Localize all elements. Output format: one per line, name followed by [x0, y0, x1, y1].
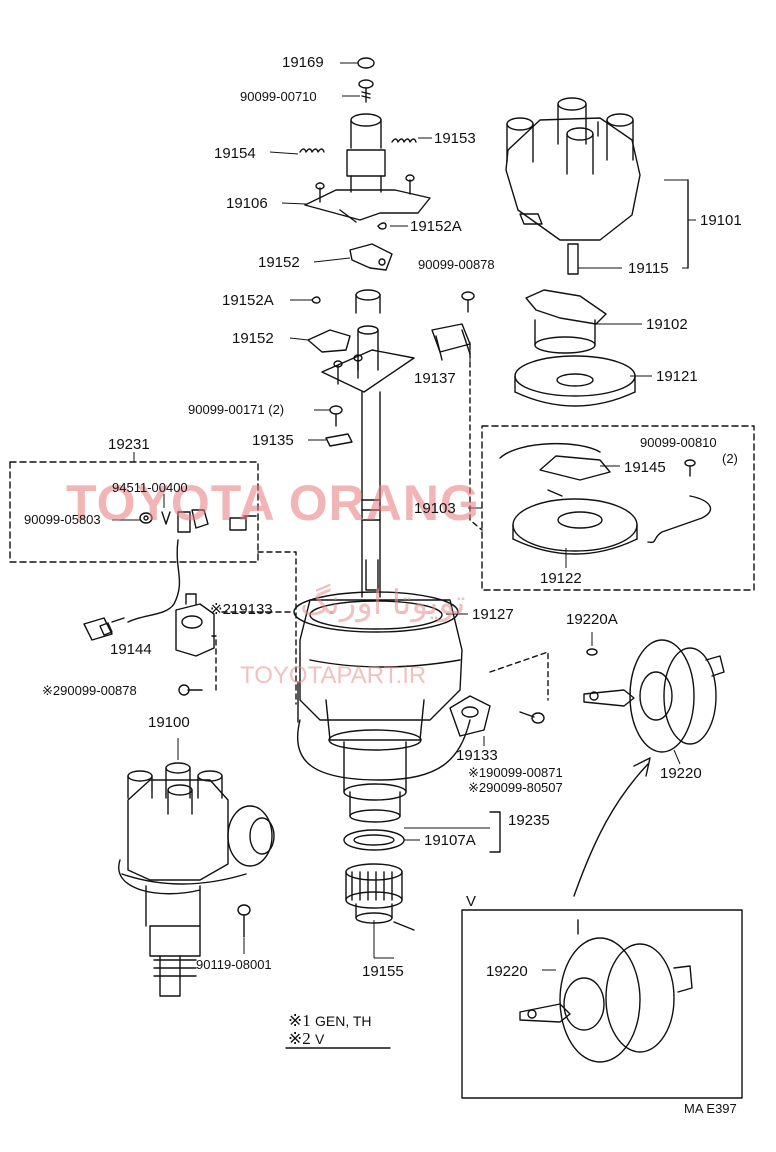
label-19121: 19121: [656, 368, 698, 385]
label-19115: 19115: [628, 260, 669, 277]
assembly-guide-lines: [211, 343, 549, 705]
label-19100: 19100: [148, 714, 190, 731]
watermark-main: TOYOTA ORANG: [66, 475, 480, 531]
label-19154: 19154: [214, 145, 256, 162]
breaker-plate-19122: [512, 498, 638, 555]
label-19145: 19145: [624, 459, 666, 476]
label-19144: 19144: [110, 641, 152, 658]
clip-19152A-top: [377, 222, 387, 230]
label-19152-mid: 19152: [232, 330, 274, 347]
label-19133-right: 19133: [456, 747, 498, 764]
label-leader-lines: [112, 62, 696, 971]
arrow-to-19220: [573, 757, 651, 897]
clamp-19137: [431, 323, 471, 361]
label-90099-00810: 90099-00810: [640, 435, 717, 450]
plate-19135: [325, 433, 353, 447]
label-90099-05803: 90099-05803: [24, 512, 101, 527]
vacuum-advancer-19220-inset: [519, 919, 693, 1063]
carbon-19115: [567, 243, 579, 275]
label-19231: 19231: [108, 436, 150, 453]
housing-19127: [293, 591, 463, 823]
legend-mark-1: ※1: [288, 1011, 311, 1030]
label-19122: 19122: [540, 570, 582, 587]
screw-290099-00878: [178, 684, 203, 696]
bolt-90119-08001: [237, 904, 251, 938]
label-90099-00810-qty: (2): [722, 451, 738, 466]
spring-19154: [299, 148, 325, 153]
label-19135: 19135: [252, 432, 294, 449]
distributor-cap-19101: [505, 97, 641, 241]
label-19152-top: 19152: [258, 254, 300, 271]
label-94511-00400: 94511-00400: [112, 480, 188, 495]
connector-small: [229, 515, 257, 531]
legend-line-1: ※1 GEN, TH: [288, 1012, 372, 1029]
wire-harness-19144: [83, 539, 181, 641]
legend-text-1: GEN, TH: [315, 1013, 372, 1029]
wire-harness-housing: [296, 681, 471, 781]
terminal-94511-00400: [161, 509, 209, 533]
label-19155: 19155: [362, 963, 404, 980]
label-19107A: 19107A: [424, 832, 476, 849]
wire-19103: [647, 495, 712, 544]
watermark-persian: تویوتا اورنگ: [300, 584, 466, 622]
label-90099-00171: 90099-00171 (2): [188, 402, 285, 417]
label-19169: 19169: [282, 54, 324, 71]
inset-box-v: [461, 909, 743, 1099]
washer-90099-05803: [139, 512, 153, 524]
label-19102: 19102: [646, 316, 688, 333]
bracket-19133-left: [175, 593, 215, 657]
bracket-19133-right: [449, 695, 491, 737]
label-19152A-mid: 19152A: [222, 292, 274, 309]
label-90099-00710: 90099-00710: [240, 89, 317, 104]
dust-cover-19121: [514, 355, 636, 407]
bracket-19235: [489, 811, 501, 853]
label-19106: 19106: [226, 195, 268, 212]
figure-code: MA E397: [684, 1101, 737, 1116]
inset-label-v: V: [466, 893, 477, 910]
o-ring-19107A: [343, 829, 405, 851]
vacuum-advancer-19220: [583, 639, 725, 753]
label-19101: 19101: [700, 212, 742, 229]
distributor-assembly-19100: [118, 762, 275, 997]
clip-19152A-mid: [311, 296, 321, 304]
label-19152A-top: 19152A: [410, 218, 462, 235]
watermark-url: TOYOTAPART.IR: [240, 662, 427, 689]
label-19220A: 19220A: [566, 611, 618, 628]
label-19220-inset: 19220: [486, 963, 528, 980]
spring-19153: [391, 138, 417, 143]
label-19133-left: ※219133: [210, 601, 273, 618]
screw-90099-00871: [519, 711, 545, 724]
screw-90099-00810: [684, 459, 696, 477]
clip-19220A: [586, 648, 598, 656]
label-90099-00878: 90099-00878: [418, 257, 495, 272]
retainer-19169: [357, 57, 375, 69]
pickup-coil-19145: [499, 442, 611, 497]
label-19235: 19235: [508, 812, 550, 829]
label-19127: 19127: [472, 606, 514, 623]
label-290099-80507: ※290099-80507: [468, 780, 563, 795]
governor-weight-19152-top: [349, 243, 393, 271]
label-90119-08001: 90119-08001: [196, 957, 272, 972]
legend-mark-2: ※2: [288, 1029, 311, 1048]
distributor-shaft: [321, 289, 415, 598]
screw-90099-00878: [461, 291, 475, 313]
rotor-19102: [525, 289, 607, 354]
label-290099-00878: ※290099-00878: [42, 683, 137, 698]
screw-90099-00171: [329, 405, 343, 427]
breaker-group-box-19103: [481, 425, 755, 591]
legend-line-2: ※2 V: [288, 1030, 324, 1047]
label-190099-00871: ※190099-00871: [468, 765, 563, 780]
label-19137: 19137: [414, 370, 456, 387]
label-19103: 19103: [414, 500, 456, 517]
label-19220: 19220: [660, 765, 702, 782]
label-19153: 19153: [434, 130, 476, 147]
governor-weight-19152-mid: [307, 329, 351, 353]
legend-text-2: V: [315, 1031, 325, 1047]
governor-weight-assembly-19106: [304, 113, 431, 223]
gear-19155: [345, 863, 415, 931]
screw-90099-00710: [358, 79, 374, 103]
